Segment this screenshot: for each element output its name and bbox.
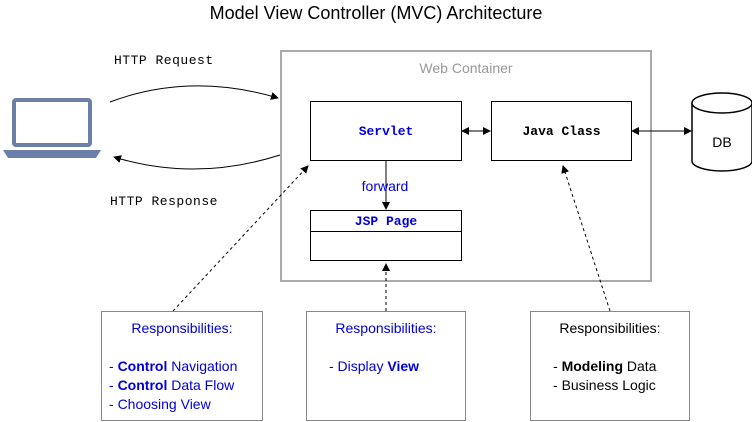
controller-responsibilities: Responsibilities: - Control Navigation -… bbox=[101, 311, 263, 421]
view-responsibilities-heading: Responsibilities: bbox=[335, 320, 437, 336]
view-responsibilities: Responsibilities: - Display View bbox=[306, 311, 466, 421]
model-item-2: - Business Logic bbox=[553, 377, 656, 393]
controller-item-3: - Choosing View bbox=[109, 396, 211, 412]
diagram-title: Model View Controller (MVC) Architecture bbox=[209, 3, 543, 23]
java-class-box: Java Class bbox=[491, 101, 632, 161]
laptop-icon bbox=[3, 98, 101, 158]
servlet-box: Servlet bbox=[310, 101, 462, 161]
http-response-label: HTTP Response bbox=[110, 194, 218, 209]
model-responsibilities: Responsibilities: - Modeling Data - Busi… bbox=[530, 311, 690, 421]
controller-item-1: - Control Navigation bbox=[109, 358, 238, 374]
database-cylinder-icon bbox=[691, 92, 752, 172]
controller-responsibilities-heading: Responsibilities: bbox=[131, 320, 233, 336]
jsp-page-label: JSP Page bbox=[354, 213, 418, 229]
http-request-label: HTTP Request bbox=[114, 53, 214, 68]
controller-item-2: - Control Data Flow bbox=[109, 377, 235, 393]
web-container-frame bbox=[280, 50, 652, 282]
forward-label: forward bbox=[361, 178, 409, 194]
view-item-1: - Display View bbox=[329, 358, 420, 374]
model-responsibilities-heading: Responsibilities: bbox=[559, 320, 661, 336]
model-item-1: - Modeling Data bbox=[553, 358, 657, 374]
jsp-page-box: JSP Page bbox=[310, 210, 462, 261]
db-label: DB bbox=[712, 134, 732, 150]
http-response-arrow bbox=[113, 154, 281, 170]
controller-link bbox=[172, 165, 309, 312]
java-class-label: Java Class bbox=[522, 123, 601, 139]
web-container-label: Web Container bbox=[419, 60, 513, 76]
model-link bbox=[561, 165, 611, 312]
servlet-label: Servlet bbox=[358, 123, 414, 139]
jsp-page-header: JSP Page bbox=[311, 211, 461, 232]
http-request-arrow bbox=[109, 85, 279, 103]
